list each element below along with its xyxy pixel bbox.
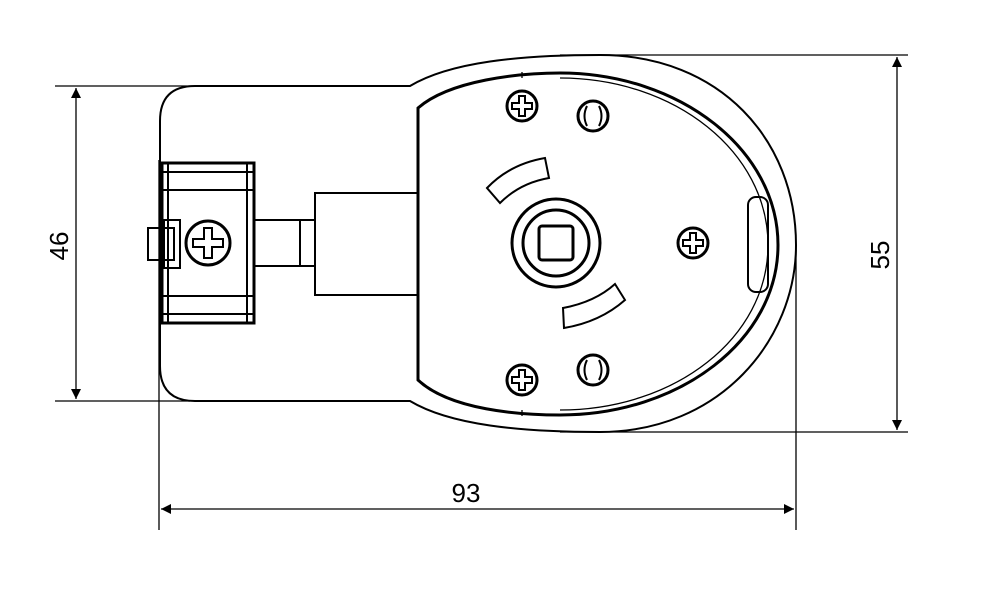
dimension-55: 55 [560,54,908,433]
arc-slot-bottom [561,282,627,330]
screw-right-icon [676,226,710,260]
dimension-46: 46 [44,85,190,402]
dimension-55-label: 55 [865,241,895,270]
cam-plate-rim [559,77,769,411]
cam-plate [416,71,780,417]
screw-bottom-left-icon [505,363,539,397]
screw-left-phillips-icon [184,219,232,267]
arc-slot-top [485,156,551,205]
dimension-93: 93 [158,160,797,530]
screw-top-left-icon [505,89,539,123]
connecting-shaft [254,192,418,296]
right-slot [747,196,769,293]
clip-housing [147,161,256,325]
rivet-bottom-icon [576,353,610,387]
center-hub [510,197,602,289]
rivet-top-icon [576,99,610,133]
dimension-46-label: 46 [44,232,74,261]
dimension-93-label: 93 [452,478,481,508]
